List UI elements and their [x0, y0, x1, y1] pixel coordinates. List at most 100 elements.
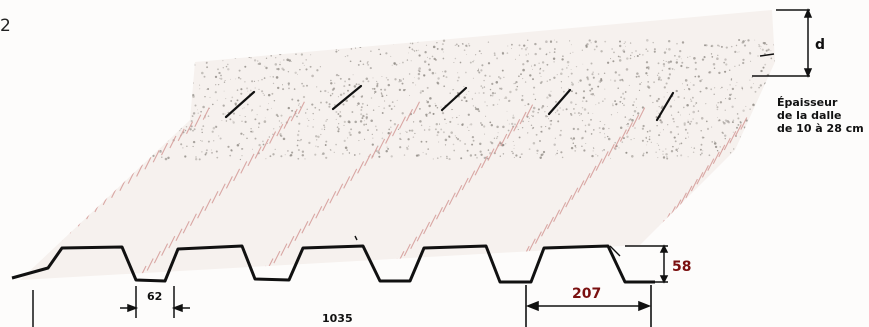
speckle — [660, 119, 662, 122]
speckle — [381, 112, 384, 114]
speckle — [471, 143, 474, 146]
speckle — [313, 118, 315, 120]
speckle — [525, 54, 527, 56]
speckle — [343, 85, 346, 88]
speckle — [539, 68, 541, 71]
speckle — [284, 154, 286, 156]
hatch-line — [448, 192, 456, 205]
speckle — [666, 156, 668, 158]
speckle — [572, 142, 575, 145]
speckle — [579, 79, 582, 82]
speckle — [746, 146, 749, 149]
speckle — [699, 90, 702, 93]
hatch-line — [240, 161, 248, 174]
speckle — [579, 114, 581, 117]
speckle — [441, 48, 444, 51]
speckle — [652, 41, 654, 44]
speckle — [349, 133, 352, 137]
speckle — [178, 113, 180, 115]
hatch-line — [161, 243, 169, 256]
speckle — [438, 123, 441, 125]
speckle — [230, 149, 233, 152]
rib-bottom-width-dimension — [120, 286, 190, 318]
speckle — [267, 93, 271, 97]
hatch-line — [197, 205, 205, 219]
speckle — [612, 60, 615, 63]
speckle — [472, 105, 475, 107]
hatch-line — [161, 142, 168, 156]
speckle — [744, 40, 746, 41]
speckle — [667, 76, 670, 80]
speckle — [164, 52, 167, 54]
speckle — [220, 74, 222, 77]
speckle — [742, 158, 745, 161]
speckle — [586, 43, 589, 46]
speckle — [354, 46, 356, 48]
speckle — [194, 104, 197, 107]
speckle — [499, 155, 501, 157]
speckle — [320, 101, 322, 104]
speckle — [700, 130, 702, 132]
speckle — [476, 108, 480, 111]
speckle — [549, 40, 553, 43]
speckle — [167, 140, 169, 142]
speckle — [600, 50, 603, 53]
speckle — [420, 90, 422, 92]
speckle — [648, 136, 651, 138]
speckle — [708, 154, 711, 157]
speckle — [474, 106, 477, 109]
speckle — [770, 57, 773, 60]
speckle — [495, 137, 498, 140]
speckle — [513, 148, 515, 150]
speckle — [225, 65, 228, 68]
speckle — [455, 137, 458, 139]
speckle — [304, 112, 307, 114]
speckle — [371, 143, 374, 146]
speckle — [705, 103, 707, 105]
speckle — [442, 75, 445, 78]
speckle — [201, 71, 204, 75]
speckle — [393, 105, 396, 108]
speckle — [179, 129, 181, 132]
speckle — [279, 126, 281, 128]
speckle — [500, 87, 503, 90]
speckle — [248, 45, 250, 48]
speckle — [599, 120, 601, 122]
speckle — [391, 101, 394, 103]
speckle — [635, 75, 638, 78]
speckle — [152, 154, 155, 158]
speckle — [570, 68, 572, 70]
speckle — [185, 125, 188, 128]
speckle — [518, 54, 520, 56]
speckle — [425, 113, 428, 117]
hatch-line — [211, 191, 219, 204]
speckle — [272, 76, 274, 78]
speckle — [730, 79, 733, 81]
speckle — [546, 96, 549, 99]
speckle — [158, 62, 160, 65]
speckle — [359, 45, 362, 49]
speckle — [618, 44, 622, 48]
hatch-line — [294, 228, 302, 241]
speckle — [699, 148, 702, 151]
speckle — [273, 40, 275, 42]
speckle — [230, 100, 233, 102]
hatch-line — [261, 138, 269, 152]
speckle — [742, 109, 745, 112]
speckle — [522, 63, 525, 66]
speckle — [574, 144, 577, 147]
speckle — [204, 117, 206, 119]
speckle — [291, 151, 294, 154]
speckle — [653, 50, 656, 53]
speckle — [229, 45, 231, 47]
speckle — [411, 42, 414, 45]
speckle — [271, 92, 274, 95]
speckle — [157, 137, 161, 141]
speckle — [437, 77, 440, 80]
speckle — [412, 49, 414, 51]
speckle — [478, 110, 481, 113]
speckle — [675, 148, 678, 152]
speckle — [732, 148, 735, 150]
speckle — [441, 111, 445, 115]
speckle — [236, 99, 239, 102]
